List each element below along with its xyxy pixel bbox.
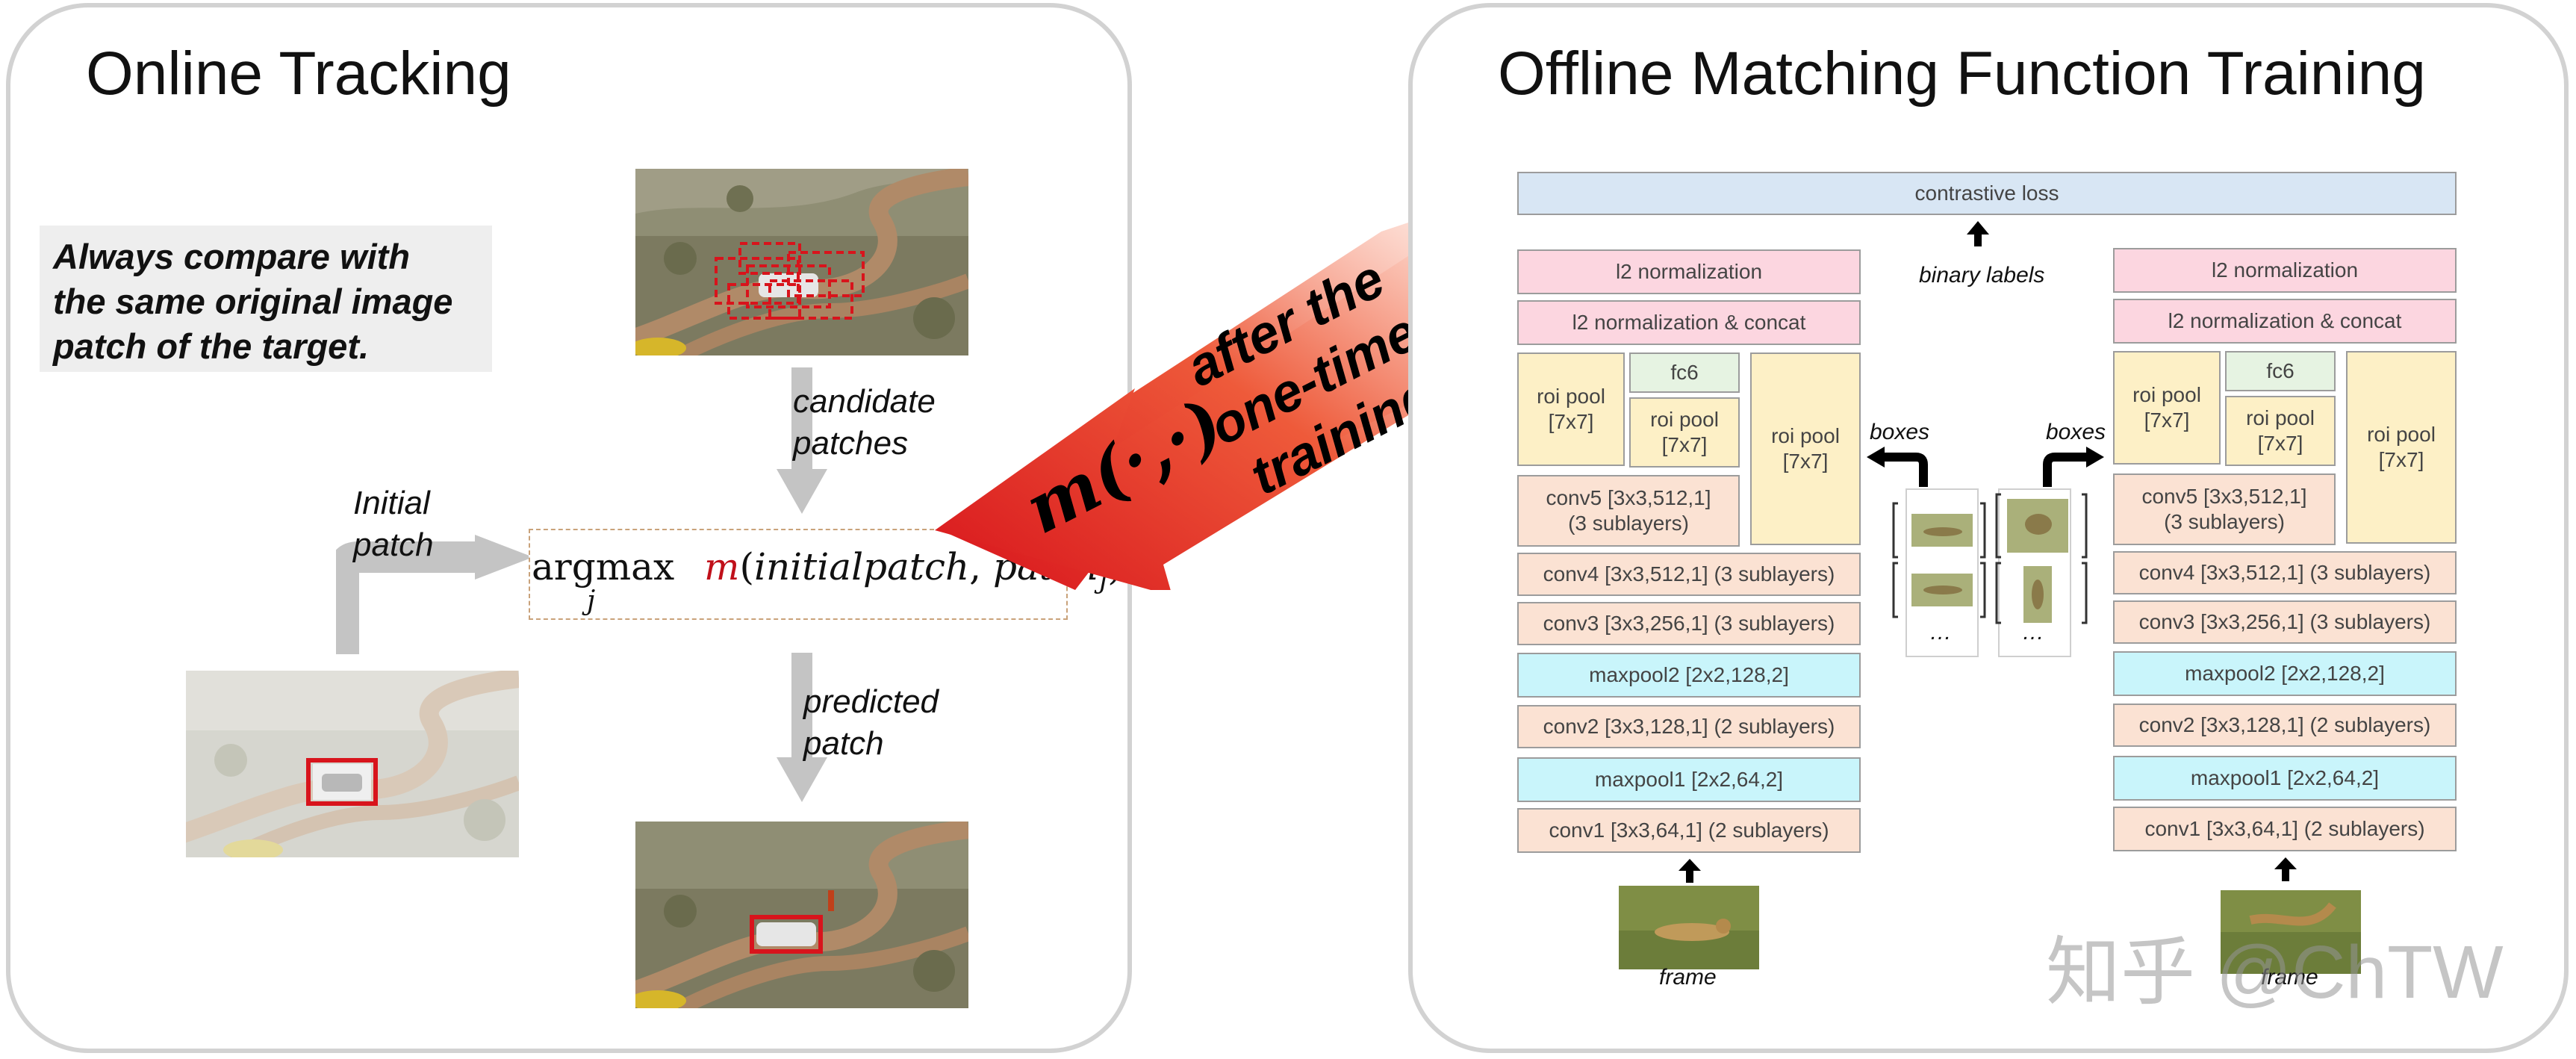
left-roi-pool-c: roi pool[7x7]	[1750, 353, 1861, 545]
callout-line-2: the same original image	[53, 282, 453, 321]
callout-line-1: Always compare with	[53, 237, 410, 276]
right-frame-image	[2221, 890, 2361, 974]
matching-function-m: m	[704, 545, 740, 588]
left-maxpool2: maxpool2 [2x2,128,2]	[1517, 653, 1861, 698]
ellipsis-left: …	[1929, 620, 1952, 645]
predicted-patch-photo	[635, 822, 968, 1008]
arg-initial-patch: initialpatch	[753, 545, 970, 588]
initial-patch-photo	[186, 671, 519, 857]
right-l2-concat: l2 normalization & concat	[2113, 299, 2457, 344]
right-fc6: fc6	[2225, 351, 2336, 391]
up-arrow-loss	[1967, 221, 1989, 246]
left-conv3: conv3 [3x3,256,1] (3 sublayers)	[1517, 602, 1861, 645]
predicted-patch-label: predicted patch	[803, 683, 939, 762]
left-frame-image	[1619, 886, 1759, 969]
left-l2-concat: l2 normalization & concat	[1517, 300, 1861, 345]
initial-patch-label: Initial patch	[353, 485, 434, 563]
right-roi-pool-b: roi pool[7x7]	[2225, 396, 2336, 466]
right-conv5: conv5 [3x3,512,1](3 sublayers)	[2113, 473, 2336, 545]
ellipsis-right: …	[2022, 620, 2044, 645]
left-maxpool1: maxpool1 [2x2,64,2]	[1517, 757, 1861, 802]
zhihu-watermark: 知乎 @ChTW	[2046, 931, 2504, 1014]
candidate-patches-photo	[635, 169, 968, 355]
left-frame-label: frame	[1659, 965, 1717, 990]
right-conv2: conv2 [3x3,128,1] (2 sublayers)	[2113, 704, 2457, 747]
left-conv5: conv5 [3x3,512,1](3 sublayers)	[1517, 475, 1740, 547]
right-conv3: conv3 [3x3,256,1] (3 sublayers)	[2113, 600, 2457, 644]
candidate-patches-label: candidate patches	[793, 383, 936, 462]
left-up-arrow-frame	[1679, 859, 1701, 883]
boxes-label-right: boxes	[2046, 420, 2106, 444]
right-maxpool2: maxpool2 [2x2,128,2]	[2113, 651, 2457, 696]
gray-arrow-down-predicted	[777, 653, 827, 802]
callout-line-3: patch of the target.	[53, 326, 370, 366]
boxes-patches	[1892, 493, 2088, 624]
right-roi-pool-c: roi pool[7x7]	[2346, 351, 2457, 544]
left-roi-pool-b: roi pool[7x7]	[1629, 397, 1740, 468]
left-conv4: conv4 [3x3,512,1] (3 sublayers)	[1517, 553, 1861, 596]
left-l2-normalization: l2 normalization	[1517, 249, 1861, 294]
boxes-label-left: boxes	[1870, 420, 1930, 444]
right-conv4: conv4 [3x3,512,1] (3 sublayers)	[2113, 551, 2457, 594]
online-tracking-title: Online Tracking	[86, 40, 511, 108]
right-conv1: conv1 [3x3,64,1] (2 sublayers)	[2113, 807, 2457, 851]
boxes-arrow-right	[2043, 447, 2104, 487]
gray-arrow-initial-patch	[336, 535, 533, 654]
right-roi-pool-a: roi pool[7x7]	[2113, 351, 2221, 465]
offline-training-title: Offline Matching Function Training	[1498, 40, 2426, 108]
right-maxpool1: maxpool1 [2x2,64,2]	[2113, 756, 2457, 801]
left-conv1: conv1 [3x3,64,1] (2 sublayers)	[1517, 808, 1861, 853]
left-fc6: fc6	[1629, 353, 1740, 393]
right-frame-label: frame	[2261, 965, 2318, 990]
left-roi-pool-a: roi pool[7x7]	[1517, 353, 1625, 466]
contrastive-loss-layer: contrastive loss	[1517, 172, 2457, 215]
gray-arrow-down-candidate	[777, 367, 827, 514]
boxes-arrow-left	[1867, 447, 1928, 487]
right-up-arrow-frame	[2274, 857, 2297, 881]
callout-note: Always compare with the same original im…	[40, 226, 492, 372]
big-red-arrow	[935, 202, 1477, 590]
right-l2-normalization: l2 normalization	[2113, 248, 2457, 293]
argmax-operator: argmax	[532, 545, 675, 588]
binary-labels-label: binary labels	[1919, 263, 2045, 288]
argmax-subscript: j	[587, 586, 596, 616]
left-conv2: conv2 [3x3,128,1] (2 sublayers)	[1517, 705, 1861, 748]
